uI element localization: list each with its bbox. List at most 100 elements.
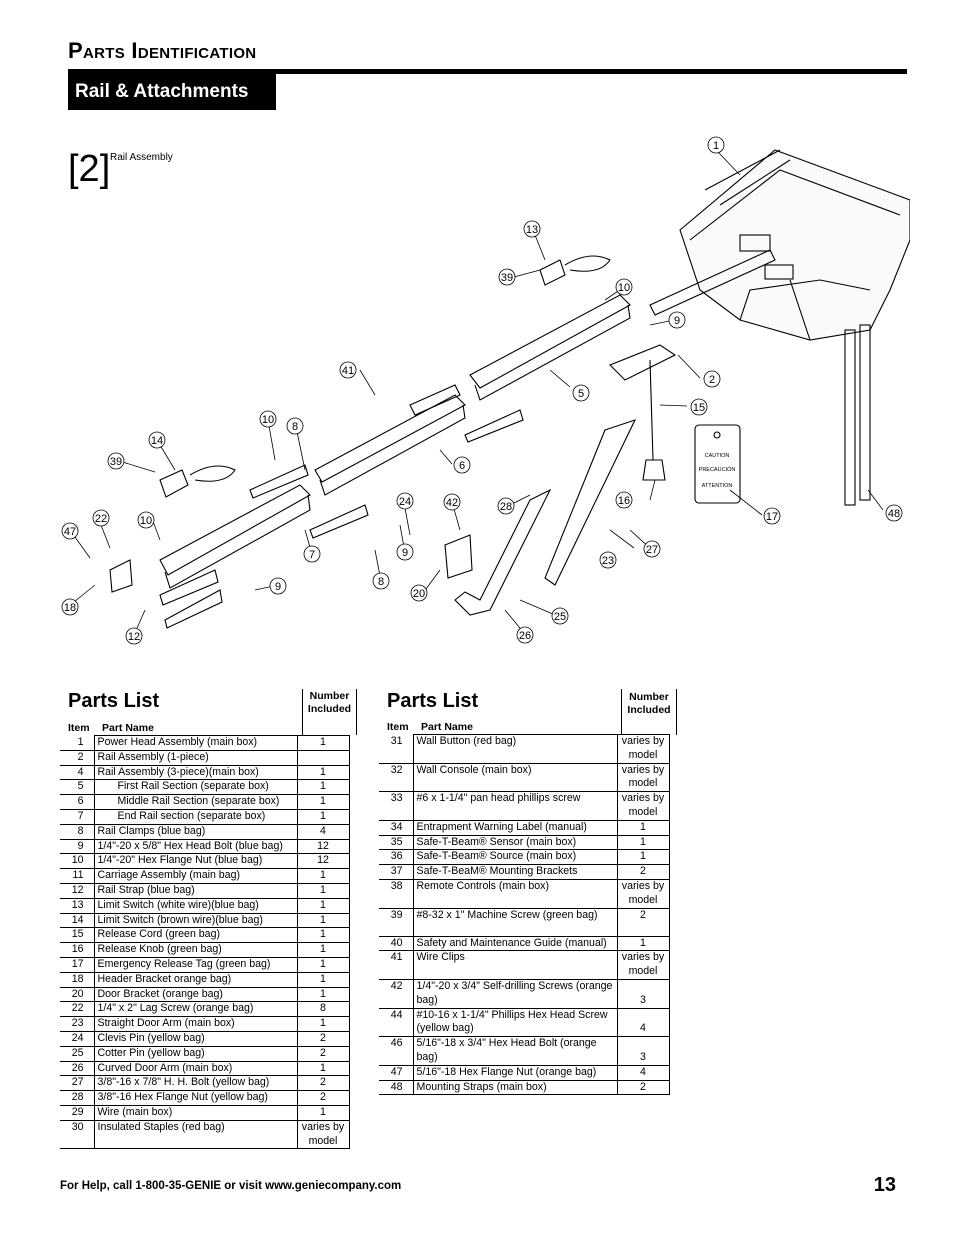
table-row: 44#10-16 x 1-1/4" Phillips Hex Head Scre…: [379, 1008, 670, 1038]
number-included: 2: [616, 1080, 670, 1096]
item-number: 7: [60, 809, 94, 825]
part-name: #8-32 x 1" Machine Screw (green bag): [412, 908, 617, 937]
part-name: 1/4"-20 x 5/8" Hex Head Bolt (blue bag): [93, 839, 297, 855]
svg-text:6: 6: [459, 460, 465, 472]
callout-27: 27: [643, 540, 661, 558]
part-name: Safe-T-Beam® Source (main box): [412, 849, 617, 866]
number-included: 1: [296, 1105, 350, 1121]
part-name: Limit Switch (white wire)(blue bag): [93, 898, 297, 914]
svg-text:5: 5: [578, 388, 584, 400]
callout-42: 42: [443, 493, 461, 511]
item-number: 9: [60, 839, 94, 855]
item-header-right: Item: [387, 721, 409, 733]
svg-text:10: 10: [140, 515, 152, 527]
number-included-header-left: Number Included: [302, 689, 357, 735]
number-included: 1: [296, 809, 350, 825]
item-number: 1: [60, 735, 94, 751]
item-number: 38: [379, 879, 413, 909]
callout-8a: 8: [286, 417, 304, 435]
part-name: 3/8"-16 x 7/8" H. H. Bolt (yellow bag): [93, 1075, 297, 1092]
svg-text:9: 9: [275, 581, 281, 593]
number-included: 1: [296, 735, 350, 751]
callout-14: 14: [148, 431, 166, 449]
table-row: 39#8-32 x 1" Machine Screw (green bag)2: [379, 908, 670, 937]
item-number: 28: [60, 1090, 94, 1106]
svg-text:13: 13: [526, 224, 538, 236]
number-included: 1: [296, 868, 350, 884]
part-name: Straight Door Arm (main box): [93, 1016, 297, 1032]
part-name: 5/16"-18 x 3/4" Hex Head Bolt (orange ba…: [412, 1036, 617, 1066]
part-name: Release Cord (green bag): [93, 927, 297, 944]
svg-text:10: 10: [618, 282, 630, 294]
svg-text:18: 18: [64, 602, 76, 614]
item-number: 42: [379, 979, 413, 1009]
svg-text:47: 47: [64, 526, 76, 538]
rail-assembly-diagram: 1 2 5 6 7 8 8 9 9 9 10 10 10 12 13 14 15…: [61, 136, 910, 645]
part-name: #6 x 1-1/4" pan head phillips screw: [412, 791, 617, 821]
part-name-header-left: Part Name: [102, 722, 154, 734]
tag-text-caution: CAUTION: [705, 453, 730, 459]
number-included: varies by model: [616, 791, 670, 821]
part-name: Rail Assembly (3-piece)(main box): [93, 765, 297, 781]
part-name: Curved Door Arm (main box): [93, 1061, 297, 1077]
number-included: 2: [296, 1046, 350, 1062]
item-number: 15: [60, 927, 94, 944]
part-name: Clevis Pin (yellow bag): [93, 1031, 297, 1047]
number-included: 8: [296, 1001, 350, 1018]
item-number: 46: [379, 1036, 413, 1066]
item-number: 41: [379, 950, 413, 980]
number-included: 12: [296, 839, 350, 855]
item-number: 30: [60, 1120, 94, 1150]
callout-41: 41: [339, 361, 357, 379]
item-number: 5: [60, 779, 94, 796]
item-number: 6: [60, 794, 94, 810]
svg-text:16: 16: [618, 495, 630, 507]
number-included: 2: [616, 908, 670, 937]
svg-text:26: 26: [519, 630, 531, 642]
callout-12: 12: [125, 627, 143, 645]
number-included: [296, 750, 350, 766]
number-included: 1: [296, 898, 350, 914]
item-number: 14: [60, 913, 94, 929]
number-included: 4: [616, 1008, 670, 1038]
svg-text:10: 10: [262, 414, 274, 426]
svg-text:39: 39: [110, 456, 122, 468]
part-name: Cotter Pin (yellow bag): [93, 1046, 297, 1062]
callout-5: 5: [572, 384, 590, 402]
number-included: 1: [296, 883, 350, 899]
svg-text:9: 9: [674, 315, 680, 327]
part-name: Carriage Assembly (main bag): [93, 868, 297, 884]
number-included: 1: [296, 779, 350, 796]
part-name: End Rail section (separate box): [93, 809, 297, 825]
callout-6: 6: [453, 456, 471, 474]
part-name: Insulated Staples (red bag): [93, 1120, 297, 1150]
item-number: 13: [60, 898, 94, 914]
part-name: Release Knob (green bag): [93, 942, 297, 958]
svg-text:27: 27: [646, 544, 658, 556]
part-name: Middle Rail Section (separate box): [93, 794, 297, 810]
svg-text:17: 17: [766, 511, 778, 523]
number-included: 1: [296, 794, 350, 810]
part-name: Rail Strap (blue bag): [93, 883, 297, 899]
svg-text:41: 41: [342, 365, 354, 377]
number-included: 1: [616, 849, 670, 866]
item-number: 29: [60, 1105, 94, 1121]
callout-13: 13: [523, 220, 541, 238]
